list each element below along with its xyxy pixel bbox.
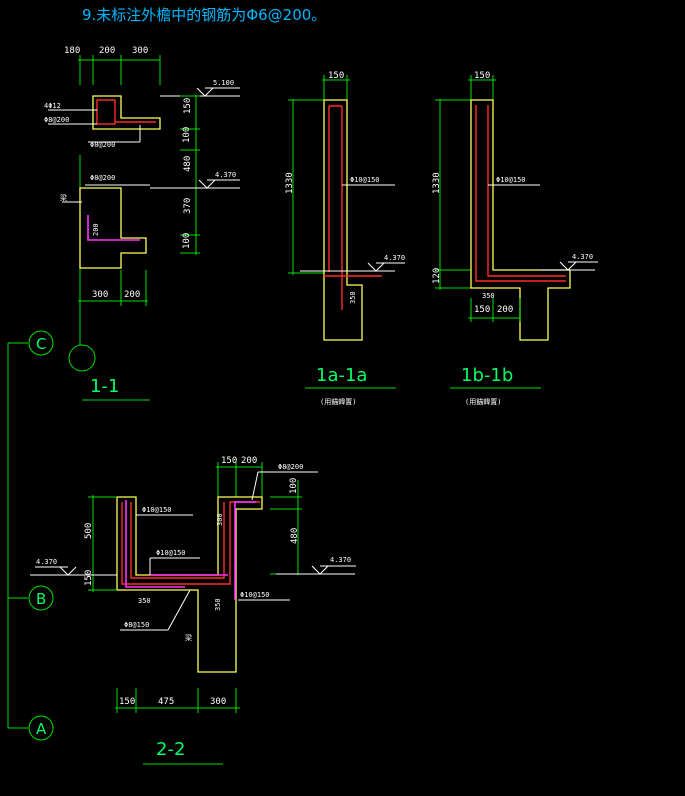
subtitle-1b-1b: (用錨韓置) [465, 397, 501, 406]
dim-r-150: 150 [183, 98, 193, 114]
bar-phi8-200-low: Φ8@200 [90, 174, 115, 182]
grid-label-b: B [36, 590, 46, 608]
canopy-outline-lower [79, 187, 147, 269]
dim-b300-22: 300 [210, 697, 226, 707]
title-1-1: 1-1 [90, 376, 119, 397]
elev-1a: 4.370 [384, 254, 405, 262]
grid-label-a: A [36, 720, 47, 738]
rebar-outer-22 [121, 501, 260, 585]
dim-200-vert: 200 [92, 223, 100, 236]
beam-mark-22: 梁 [185, 633, 192, 642]
dim-b-200: 200 [124, 290, 140, 300]
dim-350b-22: 350 [214, 598, 222, 611]
canopy-outline-top [92, 95, 161, 130]
bar-1-22: Φ10@150 [142, 506, 172, 514]
section-circle-1-1 [68, 344, 96, 372]
grid-axis: C B A [7, 330, 54, 741]
wall-outline-1b [470, 99, 571, 341]
dim-b475-22: 475 [158, 697, 174, 707]
elev-1b: 4.370 [572, 253, 593, 261]
elev-left-22: 4.370 [36, 558, 57, 566]
dim-200: 200 [99, 46, 115, 56]
rebar-inner-22 [130, 502, 225, 579]
beam-mark: 梁 [60, 193, 67, 202]
grid-label-c: C [36, 335, 46, 353]
rebar-cage-top [96, 99, 116, 125]
bar-1b: Φ10@150 [496, 176, 526, 184]
section-2-2: 150 200 Φ8@200 100 480 Φ10@150 Φ10@150 3… [30, 456, 356, 765]
grid-bubble-a [28, 715, 54, 741]
bar-top-22: Φ8@200 [278, 463, 303, 471]
dim-120-1b: 120 [432, 268, 442, 284]
section-1a-1a: 150 1330 Φ10@150 4.370 350 1a-1a (用錨韓置) [285, 71, 405, 406]
dim-150b-1b: 150 [474, 305, 490, 315]
dim-r-100b: 100 [182, 233, 192, 249]
dim-100-22: 100 [289, 478, 299, 494]
bar-phi8-200-mid: Φ8@200 [90, 141, 115, 149]
bar-phi8-200-top: Φ8@200 [44, 116, 69, 124]
dim-1330-1a: 1330 [285, 172, 295, 194]
dim-1330-1b: 1330 [432, 172, 442, 194]
dim-180: 180 [64, 46, 80, 56]
dim-480-22: 480 [290, 528, 300, 544]
bar-4phi12: 4Φ12 [44, 102, 61, 110]
title-1a-1a: 1a-1a [316, 365, 367, 386]
stirrup-right-22 [234, 501, 256, 600]
elev-5100: 5.100 [213, 79, 234, 87]
elev-right-22: 4.370 [330, 556, 351, 564]
dim-r-370: 370 [183, 198, 193, 214]
subtitle-1a-1a: (用錨韓置) [320, 397, 356, 406]
dim-200-22: 200 [241, 456, 257, 466]
dim-350a-22: 350 [138, 597, 151, 605]
dim-150-22: 150 [221, 456, 237, 466]
dim-r-480: 480 [183, 156, 193, 172]
grid-bubble-b [28, 585, 54, 611]
dim-300-22: 300 [216, 513, 224, 526]
stirrup-left-22 [125, 500, 185, 588]
dim-350-1b: 350 [482, 292, 495, 300]
grid-bubble-c [28, 330, 54, 356]
general-note: 9.未标注外檐中的钢筋为Φ6@200。 [82, 6, 326, 24]
title-1b-1b: 1b-1b [461, 365, 513, 386]
dim-r-100: 100 [182, 127, 192, 143]
dim-200-1b: 200 [497, 305, 513, 315]
dim-350-1a: 350 [349, 291, 357, 304]
section-1b-1b: 150 1330 120 Φ10@150 4.370 350 150 200 1… [432, 71, 598, 406]
dim-150-1b: 150 [474, 71, 490, 81]
title-2-2: 2-2 [156, 739, 185, 760]
dim-b-300: 300 [92, 290, 108, 300]
dim-150v-22: 150 [84, 570, 94, 586]
dim-300: 300 [132, 46, 148, 56]
rebar-1a [328, 105, 343, 310]
stirrup-lower [87, 215, 140, 241]
elev-4370: 4.370 [215, 171, 236, 179]
rebar-1b [475, 105, 566, 282]
dim-150-1a: 150 [328, 71, 344, 81]
bar-3-22: Φ10@150 [240, 591, 270, 599]
bar-2-22: Φ10@150 [156, 549, 186, 557]
section-1-1: 180 200 300 4Φ12 Φ8@200 Φ8@200 5.100 150… [44, 46, 240, 401]
bar-1a: Φ10@150 [350, 176, 380, 184]
dim-500-22: 500 [84, 523, 94, 539]
wall-outline-1a [323, 99, 363, 341]
dim-b150-22: 150 [119, 697, 135, 707]
bar-4-22: Φ8@150 [124, 621, 149, 629]
